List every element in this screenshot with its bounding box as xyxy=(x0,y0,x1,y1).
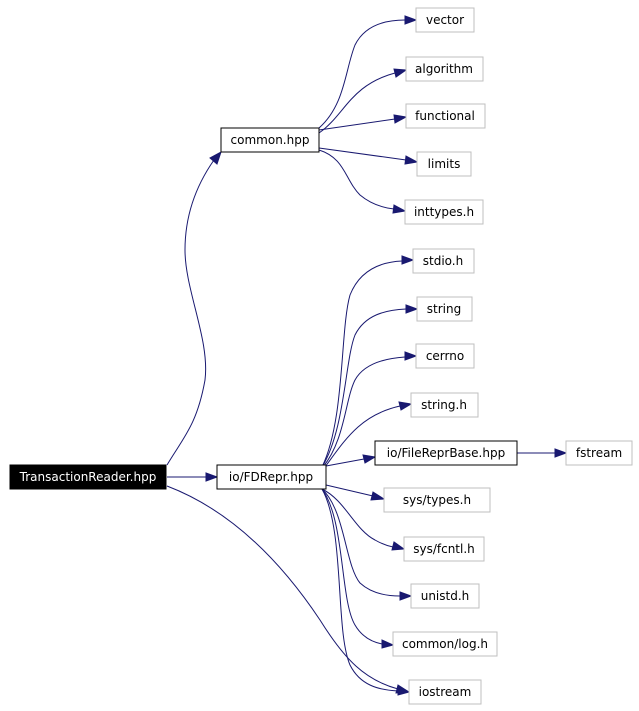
node-label: string.h xyxy=(421,398,467,412)
edge-fdrepr-to-sys-fcntl xyxy=(321,488,394,548)
node-fstream[interactable]: fstream xyxy=(565,440,633,466)
edge-transactionreader-to-common xyxy=(166,159,215,466)
edge-arrowhead xyxy=(209,150,222,165)
edge-arrowhead xyxy=(404,15,418,25)
edge-arrowhead xyxy=(381,639,395,649)
edge-transactionreader-to-iostream xyxy=(166,485,399,690)
edge-fdrepr-to-string xyxy=(321,308,407,468)
edge-arrowhead xyxy=(405,304,419,314)
edge-arrowhead xyxy=(391,541,406,551)
node-common-hpp[interactable]: common.hpp xyxy=(220,127,320,153)
edges xyxy=(166,15,568,696)
node-limits[interactable]: limits xyxy=(416,151,472,177)
node-label: vector xyxy=(426,13,464,27)
edge-common-to-limits xyxy=(318,147,407,161)
edge-arrowhead xyxy=(397,686,411,696)
node-sys-fcntl-h[interactable]: sys/fcntl.h xyxy=(403,536,485,562)
node-label: TransactionReader.hpp xyxy=(19,470,157,484)
node-vector[interactable]: vector xyxy=(415,7,475,33)
node-fdrepr-hpp[interactable]: io/FDRepr.hpp xyxy=(216,464,327,490)
node-label: common.hpp xyxy=(231,133,310,147)
node-sys-types-h[interactable]: sys/types.h xyxy=(383,487,491,513)
node-label: stdio.h xyxy=(423,254,463,268)
edge-arrowhead xyxy=(404,155,419,165)
node-label: common/log.h xyxy=(402,637,488,651)
node-label: inttypes.h xyxy=(414,205,474,219)
edge-arrowhead xyxy=(362,454,377,464)
edge-common-to-functional xyxy=(318,118,396,131)
node-label: sys/types.h xyxy=(403,493,471,507)
edge-fdrepr-to-cerrno xyxy=(322,356,406,468)
node-cerrno[interactable]: cerrno xyxy=(415,343,475,369)
edge-arrowhead xyxy=(401,255,415,265)
node-label: cerrno xyxy=(426,349,464,363)
node-label: algorithm xyxy=(415,62,473,76)
node-label: limits xyxy=(428,157,461,171)
edge-fdrepr-to-sys-types xyxy=(325,484,374,497)
edge-arrowhead xyxy=(370,491,386,501)
node-label: fstream xyxy=(576,446,622,460)
node-inttypes-h[interactable]: inttypes.h xyxy=(404,199,484,225)
node-label: unistd.h xyxy=(421,589,470,603)
edge-fdrepr-to-stdio xyxy=(321,260,403,468)
edge-fdrepr-to-iostream xyxy=(321,488,399,692)
edge-arrowhead xyxy=(392,204,407,214)
edge-arrowhead xyxy=(404,351,418,361)
edge-common-to-inttypes xyxy=(318,149,395,210)
edge-arrowhead xyxy=(393,114,408,124)
edge-fdrepr-to-unistd xyxy=(321,488,401,597)
node-stdio-h[interactable]: stdio.h xyxy=(412,248,475,274)
node-unistd-h[interactable]: unistd.h xyxy=(410,583,480,609)
node-label: sys/fcntl.h xyxy=(413,542,475,556)
node-functional[interactable]: functional xyxy=(405,103,486,129)
edge-arrowhead xyxy=(205,472,219,482)
node-algorithm[interactable]: algorithm xyxy=(405,56,484,82)
edge-common-to-vector xyxy=(318,19,406,129)
node-label: io/FileReprBase.hpp xyxy=(387,446,505,460)
edge-fdrepr-to-filereprbase xyxy=(325,458,365,467)
node-string-h[interactable]: string.h xyxy=(410,392,479,418)
edge-arrowhead xyxy=(554,448,568,458)
nodes: TransactionReader.hpp common.hpp io/FDRe… xyxy=(9,7,633,705)
node-label: io/FDRepr.hpp xyxy=(229,470,313,484)
node-label: string xyxy=(427,302,461,316)
edge-fdrepr-to-string-h xyxy=(324,405,401,468)
node-string[interactable]: string xyxy=(416,296,473,322)
node-iostream[interactable]: iostream xyxy=(408,679,482,705)
node-common-log-h[interactable]: common/log.h xyxy=(392,631,498,657)
edge-arrowhead xyxy=(393,68,408,78)
edge-arrowhead xyxy=(399,591,413,601)
edge-common-to-algorithm xyxy=(318,72,396,134)
edge-arrowhead xyxy=(398,401,413,411)
node-label: iostream xyxy=(419,685,472,699)
node-label: functional xyxy=(415,109,475,123)
edge-fdrepr-to-common-log xyxy=(321,488,383,645)
node-transaction-reader[interactable]: TransactionReader.hpp xyxy=(9,464,167,490)
node-filereprbase-hpp[interactable]: io/FileReprBase.hpp xyxy=(374,440,518,466)
